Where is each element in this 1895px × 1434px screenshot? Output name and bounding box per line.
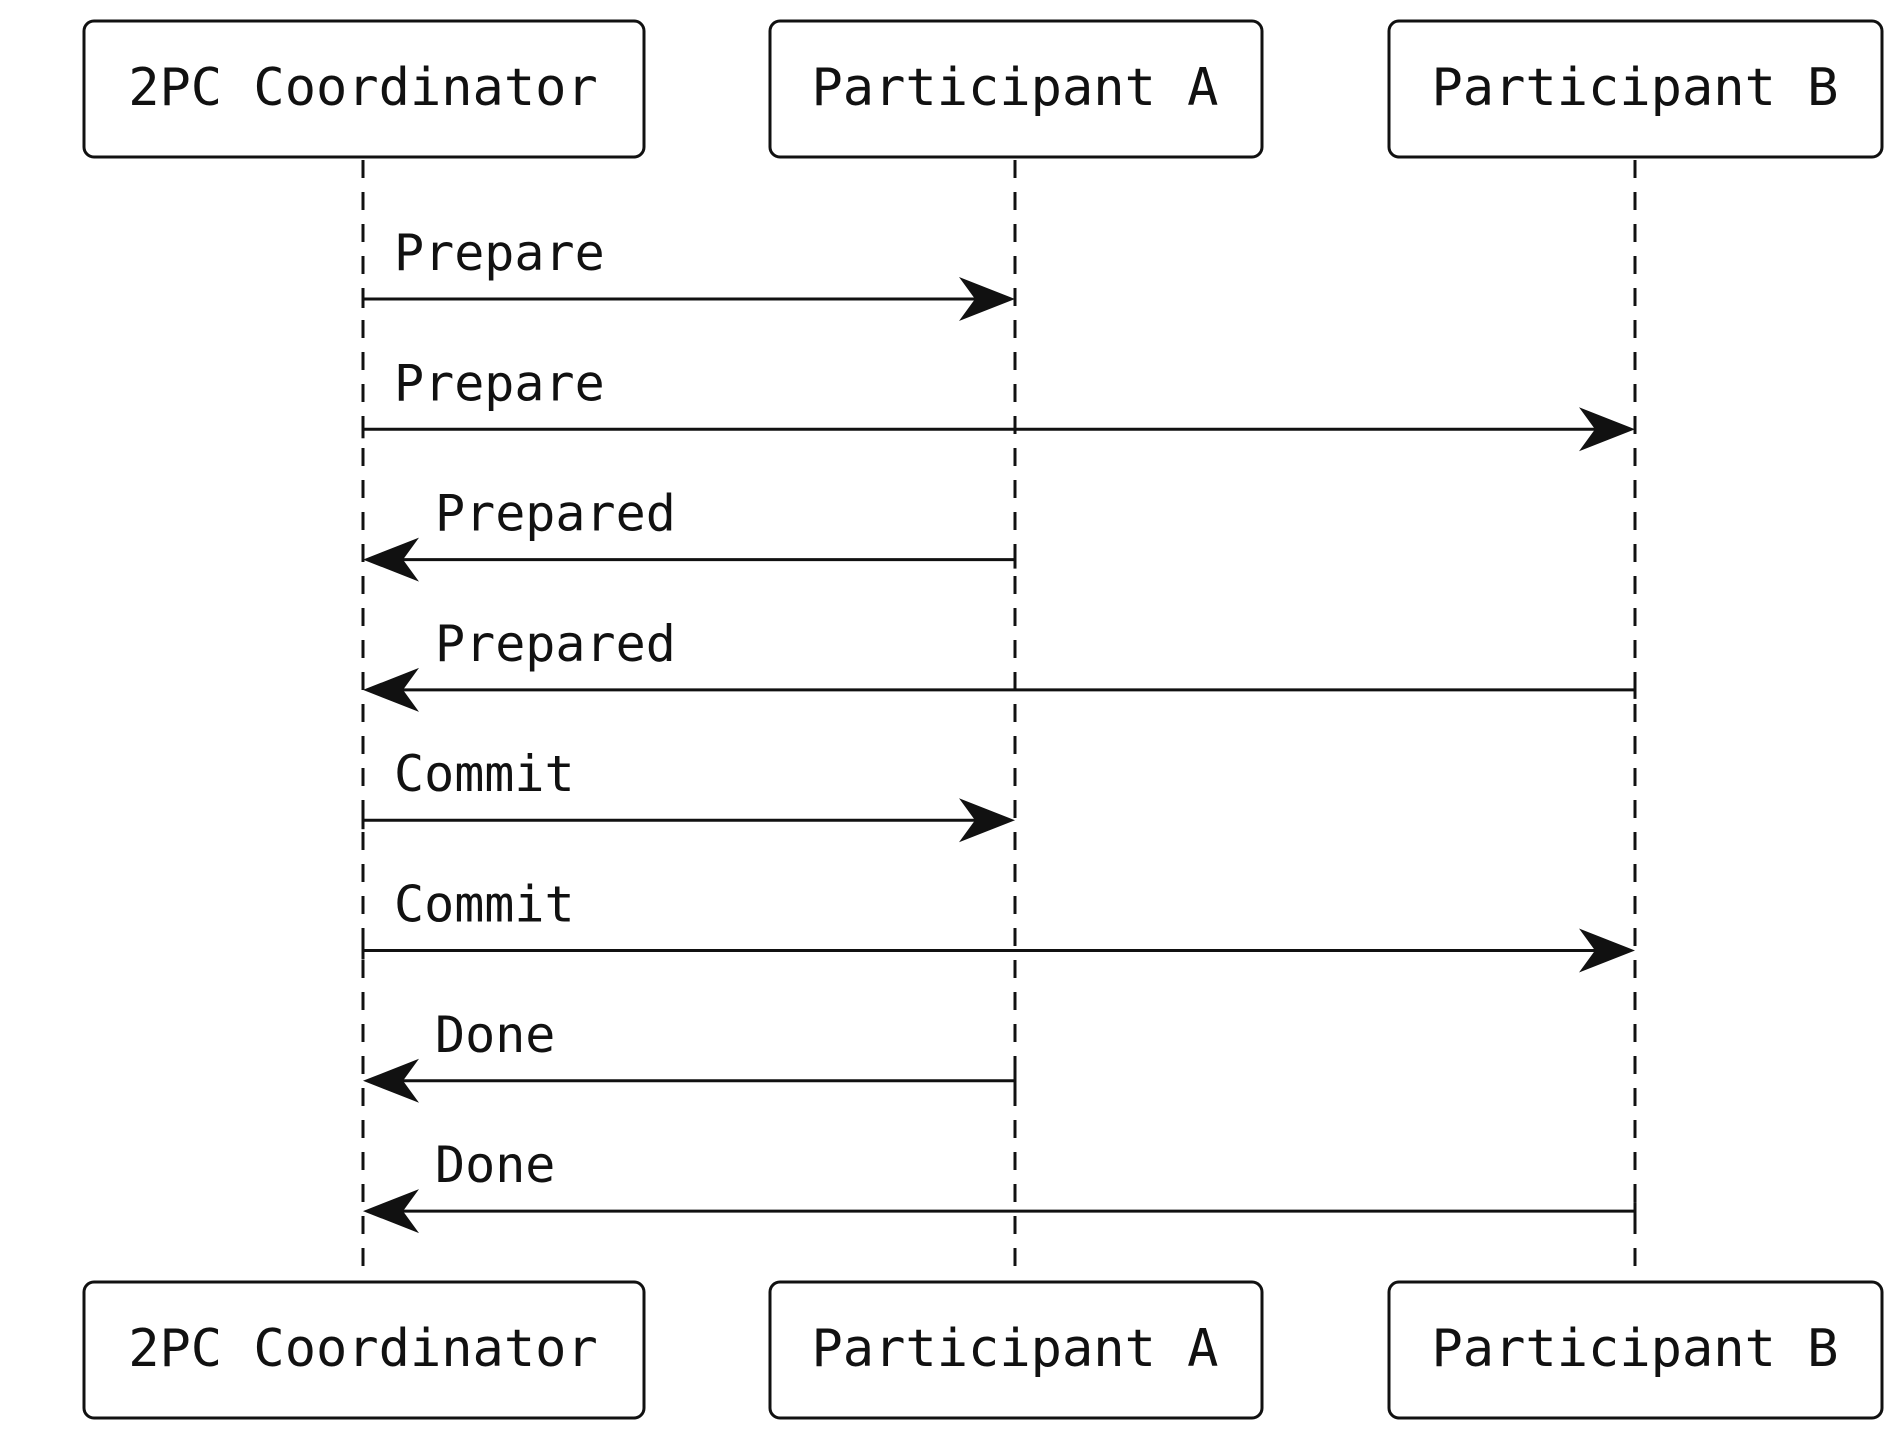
participant-box bbox=[1387, 1280, 1884, 1420]
participants-bottom: 2PC Coordinator Participant A Participant … bbox=[82, 1280, 1884, 1420]
message-1: Prepare bbox=[361, 354, 1635, 452]
participant-label: 2PC Coordinator bbox=[128, 1319, 598, 1379]
participant-bottom-coordinator: 2PC Coordinator bbox=[82, 1280, 646, 1420]
message-7: Done bbox=[363, 1136, 1637, 1234]
arrowhead-icon bbox=[959, 798, 1015, 843]
arrowhead-icon bbox=[363, 1189, 419, 1234]
message-label: Commit bbox=[394, 745, 575, 803]
participant-label: Participant A bbox=[812, 58, 1219, 118]
participants-top: 2PC Coordinator Participant A Participant … bbox=[82, 19, 1884, 159]
message-6: Done bbox=[363, 1006, 1017, 1103]
arrowhead-icon bbox=[959, 277, 1015, 321]
message-3: Prepared bbox=[363, 615, 1637, 712]
message-0: Prepare bbox=[361, 224, 1015, 321]
message-4: Commit bbox=[361, 745, 1015, 843]
message-label: Done bbox=[435, 1006, 555, 1064]
participant-bottom-participant_a: Participant A bbox=[768, 1280, 1264, 1420]
participant-box bbox=[768, 19, 1264, 159]
arrowhead-icon bbox=[363, 667, 419, 712]
messages: PreparePreparePreparedPreparedCommitComm… bbox=[361, 224, 1637, 1234]
participant-top-participant_b: Participant B bbox=[1387, 19, 1884, 159]
participant-box bbox=[1387, 19, 1884, 159]
message-2: Prepared bbox=[363, 485, 1017, 582]
participant-box bbox=[82, 1280, 646, 1420]
arrowhead-icon bbox=[363, 1058, 419, 1103]
participant-box bbox=[82, 19, 646, 159]
message-label: Prepare bbox=[394, 354, 605, 412]
participant-box bbox=[768, 1280, 1264, 1420]
message-label: Prepare bbox=[394, 224, 605, 282]
lifelines bbox=[361, 160, 1637, 1272]
participant-label: 2PC Coordinator bbox=[128, 58, 598, 118]
message-label: Prepared bbox=[435, 485, 676, 543]
participant-top-participant_a: Participant A bbox=[768, 19, 1264, 159]
message-label: Prepared bbox=[435, 615, 676, 673]
message-label: Commit bbox=[394, 876, 575, 934]
participant-top-coordinator: 2PC Coordinator bbox=[82, 19, 646, 159]
arrowhead-icon bbox=[1579, 928, 1635, 973]
arrowhead-icon bbox=[1579, 407, 1635, 452]
participant-bottom-participant_b: Participant B bbox=[1387, 1280, 1884, 1420]
arrowhead-icon bbox=[363, 537, 419, 582]
participant-label: Participant A bbox=[812, 1319, 1219, 1379]
message-5: Commit bbox=[361, 876, 1635, 973]
message-label: Done bbox=[435, 1136, 555, 1194]
participant-label: Participant B bbox=[1432, 1319, 1839, 1379]
participant-label: Participant B bbox=[1432, 58, 1839, 118]
